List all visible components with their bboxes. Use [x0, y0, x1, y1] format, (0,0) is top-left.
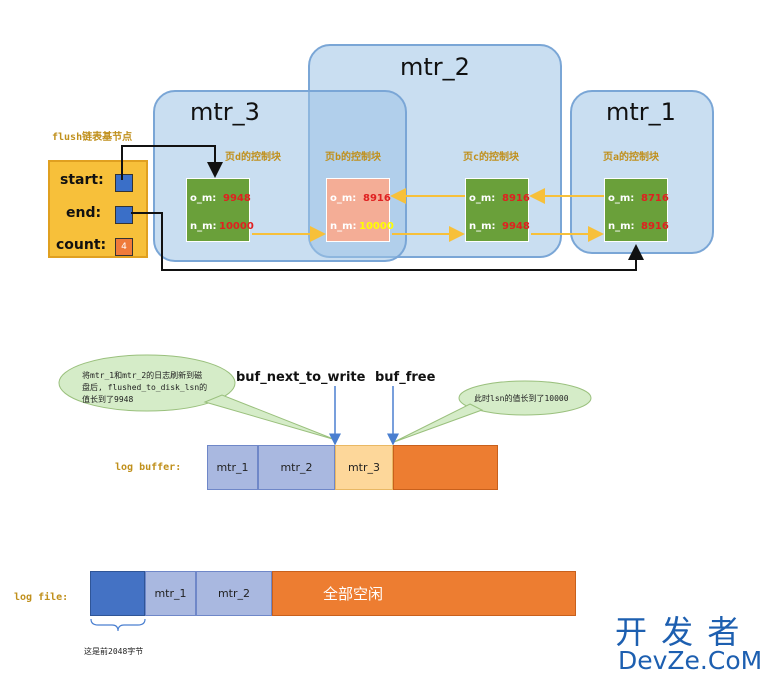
- mtr-1-title: mtr_1: [606, 98, 676, 126]
- count-label: count:: [56, 237, 107, 253]
- log-buffer-seg-mtr-2: mtr_2: [258, 445, 335, 490]
- left-bubble-line-2: 盘后, flushed_to_disk_lsn的: [82, 383, 208, 392]
- block-d-caption: 页d的控制块: [225, 152, 282, 163]
- left-bubble-line-1: 将mtr_1和mtr_2的日志刷新到磁: [82, 371, 203, 380]
- left-bubble-line-3: 值长到了9948: [82, 395, 134, 404]
- flush-list-arrows: [121, 145, 644, 271]
- n-m-value: 10000: [219, 221, 254, 232]
- mtr-3-title: mtr_3: [190, 98, 260, 126]
- log-file-brace: [90, 618, 146, 632]
- n-m-value: 9948: [502, 221, 530, 232]
- o-m-label: o_m:: [608, 193, 635, 204]
- watermark-cn: 开 发 者: [615, 613, 742, 651]
- control-block-b: o_m: 8916 n_m: 10000: [326, 178, 394, 242]
- log-file-seg-free: 全部空闲: [272, 571, 576, 616]
- count-value: 4: [115, 238, 133, 256]
- control-block-d: o_m: 9948 n_m: 10000: [186, 178, 254, 242]
- log-file-seg-mtr-1: mtr_1: [145, 571, 196, 616]
- control-block-a: o_m: 8716 n_m: 8916: [604, 178, 669, 242]
- log-buffer-seg-mtr-1: mtr_1: [207, 445, 258, 490]
- o-m-value: 8916: [502, 193, 530, 204]
- mtr-2-title: mtr_2: [400, 53, 470, 81]
- o-m-value: 9948: [223, 193, 251, 204]
- end-pointer: [115, 206, 133, 224]
- log-file-label: log file:: [14, 592, 69, 603]
- n-m-label: n_m:: [190, 221, 217, 232]
- flush-list-base-node: start: end: count: 4: [48, 160, 148, 258]
- log-buffer-label: log buffer:: [115, 462, 182, 473]
- o-m-label: o_m:: [469, 193, 496, 204]
- n-m-value: 10000: [359, 221, 394, 232]
- start-pointer: [115, 174, 133, 192]
- end-label: end:: [66, 205, 102, 221]
- block-b-caption: 页b的控制块: [325, 152, 382, 163]
- log-file-note: 这是前2048字节: [84, 647, 144, 656]
- right-bubble-text: 此时lsn的值长到了10000: [474, 394, 569, 403]
- log-buffer-seg-mtr-3: mtr_3: [335, 445, 393, 490]
- n-m-value: 8916: [641, 221, 669, 232]
- log-buffer-callouts: [58, 354, 592, 446]
- block-c-caption: 页c的控制块: [463, 152, 520, 163]
- block-a-caption: 页a的控制块: [603, 152, 660, 163]
- arrow-end-to-a: [131, 212, 644, 271]
- control-block-c: o_m: 8916 n_m: 9948: [465, 178, 530, 242]
- arrow-start-to-d: [121, 145, 223, 180]
- n-m-label: n_m:: [469, 221, 496, 232]
- n-m-label: n_m:: [330, 221, 357, 232]
- log-buffer-seg-free: [393, 445, 498, 490]
- o-m-label: o_m:: [190, 193, 217, 204]
- n-m-label: n_m:: [608, 221, 635, 232]
- log-file-seg-mtr-2: mtr_2: [196, 571, 272, 616]
- watermark-en: DevZe.CoM: [618, 646, 763, 675]
- o-m-value: 8716: [641, 193, 669, 204]
- o-m-label: o_m:: [330, 193, 357, 204]
- start-label: start:: [60, 172, 104, 188]
- log-file-seg-header: [90, 571, 145, 616]
- buf-free-label: buf_free: [375, 370, 436, 385]
- flush-list-title: flush链表基节点: [52, 132, 133, 143]
- buf-next-to-write-label: buf_next_to_write: [236, 370, 366, 385]
- o-m-value: 8916: [363, 193, 391, 204]
